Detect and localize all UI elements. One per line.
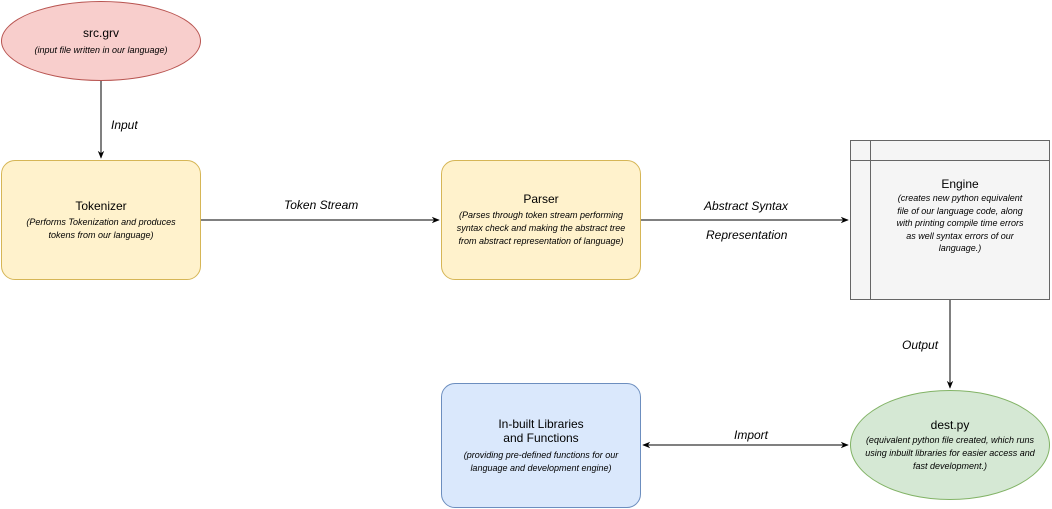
src-file-title: src.grv: [83, 25, 119, 40]
src-file-desc: (input file written in our language): [34, 44, 168, 55]
tokenizer-node[interactable]: Tokenizer (Performs Tokenization and pro…: [1, 160, 201, 280]
dest-file-desc-line-1: (equivalent python file created, which r…: [865, 434, 1035, 445]
dest-file-node[interactable]: dest.py (equivalent python file created,…: [850, 390, 1050, 500]
libraries-title-line-1: In-built Libraries: [498, 416, 584, 431]
dest-file-desc-line-3: fast development.): [912, 460, 988, 471]
engine-desc-line-5: language.): [938, 243, 982, 253]
src-file-node[interactable]: src.grv (input file written in our langu…: [1, 1, 201, 81]
tokenizer-desc-line-2: tokens from our language): [48, 229, 154, 240]
parser-desc-line-1: (Parses through token stream performing: [458, 210, 624, 220]
tokenizer-title: Tokenizer: [75, 198, 127, 213]
engine-node[interactable]: Engine (creates new python equivalent fi…: [850, 140, 1050, 300]
libraries-desc-line-1: (providing pre-defined functions for our: [463, 449, 619, 460]
parser-node[interactable]: Parser (Parses through token stream perf…: [441, 160, 641, 280]
tokenizer-desc-line-1: (Performs Tokenization and produces: [26, 216, 176, 227]
libraries-desc-line-2: language and development engine): [470, 462, 612, 473]
parser-desc-line-3: from abstract representation of language…: [458, 236, 624, 246]
parser-title: Parser: [523, 192, 559, 206]
engine-title: Engine: [941, 177, 979, 191]
engine-desc-line-3: with printing compile time errors: [896, 218, 1024, 228]
edge-label-input: Input: [111, 118, 138, 132]
engine-desc-line-2: file of our language code, along: [897, 205, 1023, 216]
edge-label-token-stream: Token Stream: [284, 198, 359, 212]
parser-desc-line-2: syntax check and making the abstract tre…: [456, 223, 626, 233]
libraries-node[interactable]: In-built Libraries and Functions (provid…: [441, 383, 641, 508]
dest-file-title: dest.py: [930, 417, 970, 432]
engine-desc-line-4: as well syntax errors of our: [906, 230, 1014, 241]
engine-header-divider: [851, 160, 1049, 161]
edge-label-representation: Representation: [706, 228, 788, 242]
libraries-title-line-2: and Functions: [503, 430, 579, 445]
edge-label-import: Import: [734, 428, 769, 442]
edge-label-abstract-syntax: Abstract Syntax: [704, 199, 789, 213]
edge-label-output: Output: [902, 338, 939, 352]
dest-file-desc-line-2: using inbuilt libraries for easier acces…: [865, 447, 1035, 458]
engine-desc-line-1: (creates new python equivalent: [897, 193, 1023, 203]
engine-side-divider: [870, 141, 871, 299]
